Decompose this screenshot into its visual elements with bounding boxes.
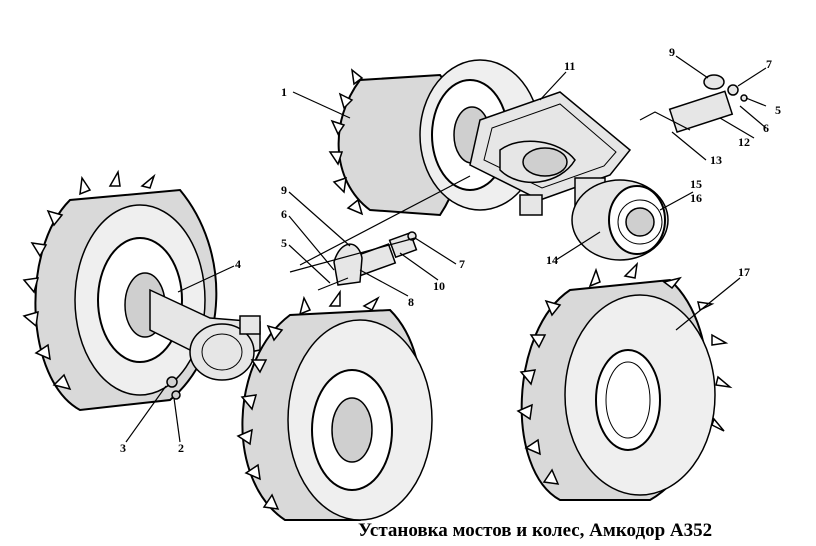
pin-set-right [639, 74, 748, 134]
callout-5-right: 5 [775, 103, 781, 117]
callout-14: 14 [546, 253, 558, 267]
callout-6-left: 6 [281, 207, 287, 221]
callout-5-left: 5 [281, 236, 287, 250]
callout-1: 1 [281, 85, 287, 99]
callout-10: 10 [433, 279, 445, 293]
callout-16: 16 [690, 191, 702, 205]
callout-7-right: 7 [766, 57, 772, 71]
callout-15: 15 [690, 177, 702, 191]
callout-9-left: 9 [281, 183, 287, 197]
callout-8: 8 [408, 295, 414, 309]
pin-set-middle [317, 231, 418, 291]
callout-2: 2 [178, 441, 184, 455]
diagram-caption: Установка мостов и колес, Амкодор А352 [358, 520, 713, 541]
callout-11: 11 [564, 59, 575, 73]
callouts: 1 2 3 4 5 6 7 8 9 10 11 12 13 14 15 16 1… [120, 45, 781, 455]
callout-12: 12 [738, 135, 750, 149]
callout-6-right: 6 [763, 121, 769, 135]
wheel-hub-reducer [571, 179, 669, 261]
leader-lines [125, 55, 767, 443]
callout-4: 4 [235, 257, 241, 271]
front-left-wheel [22, 169, 218, 412]
callout-13: 13 [710, 153, 722, 167]
callout-9-right: 9 [669, 45, 675, 59]
spare-wheel [516, 261, 733, 501]
callout-3: 3 [120, 441, 126, 455]
front-right-wheel [236, 289, 433, 521]
callout-7-left: 7 [459, 257, 465, 271]
callout-17: 17 [738, 265, 750, 279]
